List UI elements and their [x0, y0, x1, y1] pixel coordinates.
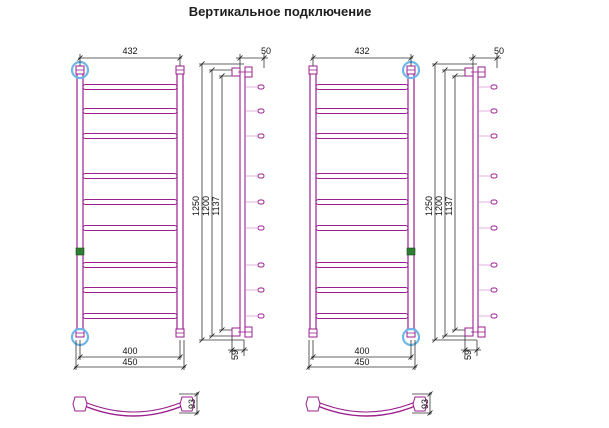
dim-height-inner: 1137	[211, 196, 221, 215]
side-rung-end	[257, 173, 265, 179]
dim-tick	[177, 354, 183, 360]
plan-hex-nut	[412, 396, 428, 412]
rail-rung	[315, 132, 409, 140]
rail-rung	[82, 132, 178, 140]
dim-tick	[77, 55, 83, 61]
rail-rung	[82, 172, 178, 180]
plan-curved-bar	[312, 403, 421, 417]
rail-rung	[82, 312, 178, 320]
rail-rung	[82, 198, 178, 206]
frame-post	[176, 69, 184, 333]
frame-post	[407, 69, 415, 333]
dim-tick	[474, 347, 480, 353]
dim-height-inner: 1137	[444, 196, 454, 215]
rail-rung	[315, 312, 409, 320]
dim-tick	[494, 55, 500, 61]
dim-tick	[310, 354, 316, 360]
dim-plan-depth: 93	[420, 399, 430, 409]
side-rung-end	[490, 108, 498, 114]
dim-tick	[408, 354, 414, 360]
dim-tick	[470, 55, 476, 61]
dim-top-width: 432	[122, 46, 137, 56]
side-rung-end	[490, 313, 498, 319]
side-rung-end	[490, 173, 498, 179]
dim-plan-depth: 93	[187, 399, 197, 409]
dim-tick	[237, 55, 243, 61]
dim-tick	[408, 55, 414, 61]
dim-bottom-total: 450	[122, 357, 137, 367]
side-rung-end	[257, 287, 265, 293]
side-rung-end	[257, 225, 265, 231]
dim-bottom-axis: 400	[122, 346, 137, 356]
side-rung-end	[257, 133, 265, 139]
dim-bottom-total: 450	[354, 357, 369, 367]
dim-tick	[181, 364, 187, 370]
dim-tick	[77, 354, 83, 360]
rail-rung	[315, 261, 409, 269]
dim-height-total: 1250	[424, 196, 434, 216]
dim-tick	[306, 364, 312, 370]
dim-bottom-offset: 59	[463, 350, 473, 360]
side-rung-end	[257, 313, 265, 319]
rail-rung	[82, 224, 178, 232]
dim-tick	[462, 347, 468, 353]
rail-rung	[82, 83, 178, 91]
dim-tick	[310, 55, 316, 61]
rail-rung	[315, 107, 409, 115]
rail-rung	[315, 198, 409, 206]
frame-post	[76, 69, 84, 333]
dim-tick	[177, 55, 183, 61]
dim-tick	[427, 410, 433, 416]
side-rung-end	[490, 133, 498, 139]
rail-rung	[82, 286, 178, 294]
plan-hex-nut	[72, 396, 88, 412]
side-rung-end	[257, 84, 265, 90]
dim-side-depth: 50	[261, 46, 271, 56]
rail-rung	[82, 107, 178, 115]
dim-side-depth: 50	[494, 46, 504, 56]
side-rung-end	[490, 84, 498, 90]
side-rung-end	[490, 199, 498, 205]
dim-tick	[261, 55, 267, 61]
side-rung-end	[257, 199, 265, 205]
rail-rung	[315, 172, 409, 180]
page-title: Вертикальное подключение	[188, 4, 372, 19]
rail-rung	[315, 83, 409, 91]
air-valve-marker	[406, 247, 416, 256]
dim-tick	[194, 391, 200, 397]
dim-top-width: 432	[354, 46, 369, 56]
dim-tick	[194, 410, 200, 416]
air-valve-marker	[75, 247, 85, 256]
frame-post	[309, 69, 317, 333]
side-rung-end	[490, 262, 498, 268]
dim-tick	[241, 347, 247, 353]
rail-rung	[82, 261, 178, 269]
plan-curved-bar	[79, 403, 188, 417]
plan-hex-nut	[179, 396, 195, 412]
side-rung-end	[257, 108, 265, 114]
dim-tick	[427, 391, 433, 397]
rail-rung	[315, 286, 409, 294]
dim-tick	[229, 347, 235, 353]
dim-tick	[73, 364, 79, 370]
dim-bottom-axis: 400	[354, 346, 369, 356]
dim-tick	[412, 364, 418, 370]
dim-bottom-offset: 59	[230, 350, 240, 360]
side-rung-end	[257, 262, 265, 268]
dim-height-mid: 1200	[201, 196, 211, 216]
side-rung-end	[490, 225, 498, 231]
dim-height-total: 1250	[191, 196, 201, 216]
rail-rung	[315, 224, 409, 232]
plan-curved-bar-inner	[79, 399, 188, 413]
plan-hex-nut	[305, 396, 321, 412]
dim-height-mid: 1200	[434, 196, 444, 216]
plan-curved-bar-inner	[312, 399, 421, 413]
side-rung-end	[490, 287, 498, 293]
